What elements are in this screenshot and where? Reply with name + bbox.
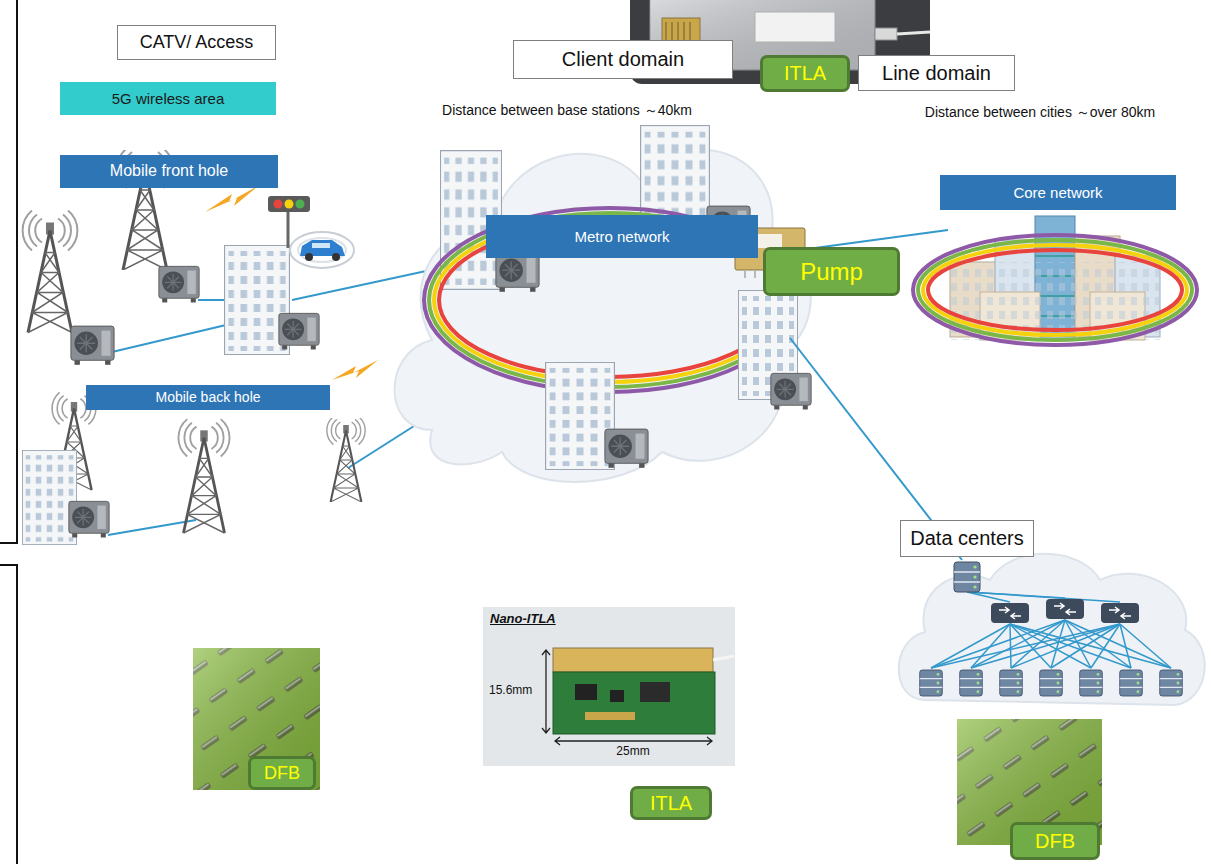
photo-caption: Nano-ITLA	[490, 612, 556, 627]
distance-note: Distance between base stations ～40km	[439, 102, 695, 118]
node-text: 5G wireless area	[112, 90, 225, 107]
node-text: Client domain	[562, 48, 684, 71]
domain-box: Line domain	[858, 55, 1015, 91]
node-text: Line domain	[882, 62, 991, 85]
network-tag: Mobile back hole	[86, 385, 330, 410]
domain-box: Client domain	[513, 40, 733, 79]
product-tag: ITLA	[630, 786, 712, 820]
dimension-label: 25mm	[616, 745, 649, 759]
node-text: ITLA	[784, 62, 826, 85]
distance-note: Distance between cities ～over 80km	[922, 104, 1158, 120]
network-tag: Mobile front hole	[60, 155, 278, 188]
node-text: Mobile front hole	[110, 162, 228, 180]
network-tag: Metro network	[486, 215, 758, 258]
node-text: ITLA	[650, 792, 692, 815]
node-text: Data centers	[910, 527, 1023, 550]
node-text: Mobile back hole	[155, 389, 260, 405]
node-text: CATV/ Access	[140, 32, 254, 53]
network-tag: Core network	[940, 175, 1176, 210]
area-tag: 5G wireless area	[60, 82, 276, 115]
product-tag: DFB	[1010, 822, 1100, 860]
product-tag: ITLA	[760, 55, 850, 92]
domain-box: Data centers	[900, 520, 1034, 557]
node-text: DFB	[1035, 830, 1075, 853]
node-text: Core network	[1013, 184, 1102, 201]
node-text: Pump	[800, 258, 863, 286]
dimension-label: 15.6mm	[489, 684, 532, 698]
node-text: Metro network	[574, 228, 669, 245]
product-tag: Pump	[763, 247, 900, 296]
node-text: DFB	[264, 763, 300, 784]
product-tag: DFB	[248, 756, 316, 790]
domain-box: CATV/ Access	[117, 25, 276, 60]
